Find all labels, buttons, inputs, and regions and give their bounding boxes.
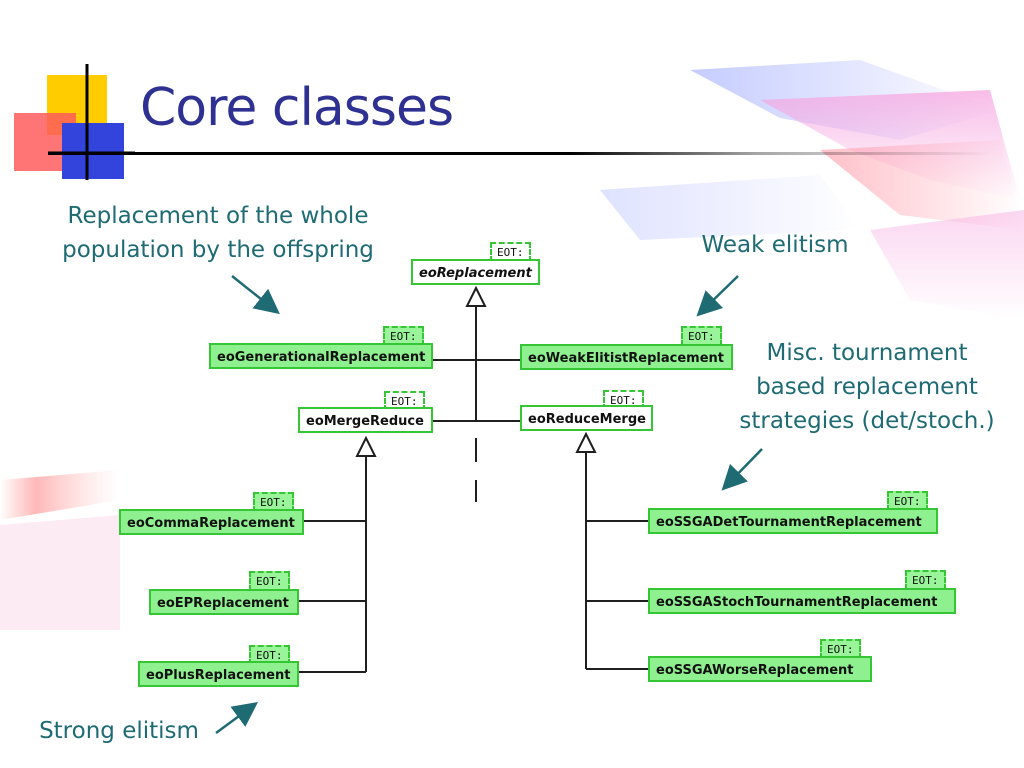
inheritance-arrow-root <box>465 285 487 307</box>
arrow-misc-tournament <box>721 448 763 491</box>
note-misc-line-2: based replacement <box>756 374 978 400</box>
note-replacement: Replacement of the whole population by t… <box>38 199 398 267</box>
class-eoReduceMerge: eoReduceMerge <box>520 405 653 431</box>
class-eoPlusReplacement: eoPlusReplacement <box>138 661 299 687</box>
template-tag-root: EOT: <box>490 242 531 262</box>
note-misc-line-3: strategies (det/stoch.) <box>739 408 995 434</box>
title-divider <box>48 152 994 155</box>
class-eoEPReplacement: eoEPReplacement <box>149 589 299 615</box>
inheritance-arrow-merge-reduce <box>355 435 377 457</box>
class-eoWeakElitistReplacement: eoWeakElitistReplacement <box>520 344 733 370</box>
template-tag-weak-elitist: EOT: <box>681 326 722 346</box>
class-eoReplacement: eoReplacement <box>411 259 540 285</box>
template-tag-stoch-tournament: EOT: <box>905 570 946 590</box>
arrow-replacement <box>231 275 280 315</box>
note-weak-elitism: Weak elitism <box>701 232 849 258</box>
note-misc-line-1: Misc. tournament <box>766 340 968 366</box>
class-eoSSGAStochTournamentReplacement: eoSSGAStochTournamentReplacement <box>648 588 956 614</box>
class-eoMergeReduce: eoMergeReduce <box>298 407 433 433</box>
arrow-weak-elitism <box>696 275 739 317</box>
template-tag-ep: EOT: <box>249 571 290 591</box>
note-replacement-line-2: population by the offspring <box>62 237 374 263</box>
page-title: Core classes <box>140 78 454 138</box>
inheritance-arrow-reduce-merge <box>575 431 597 453</box>
arrow-strong-elitism <box>215 702 259 735</box>
note-strong-elitism: Strong elitism <box>39 718 199 744</box>
note-replacement-line-1: Replacement of the whole <box>67 203 369 229</box>
class-eoGenerationalReplacement: eoGenerationalReplacement <box>209 343 433 369</box>
class-eoCommaReplacement: eoCommaReplacement <box>119 509 304 535</box>
note-misc-tournament: Misc. tournament based replacement strat… <box>722 336 1012 438</box>
class-eoSSGAWorseReplacement: eoSSGAWorseReplacement <box>648 656 872 682</box>
class-eoSSGADetTournamentReplacement: eoSSGADetTournamentReplacement <box>648 508 938 534</box>
